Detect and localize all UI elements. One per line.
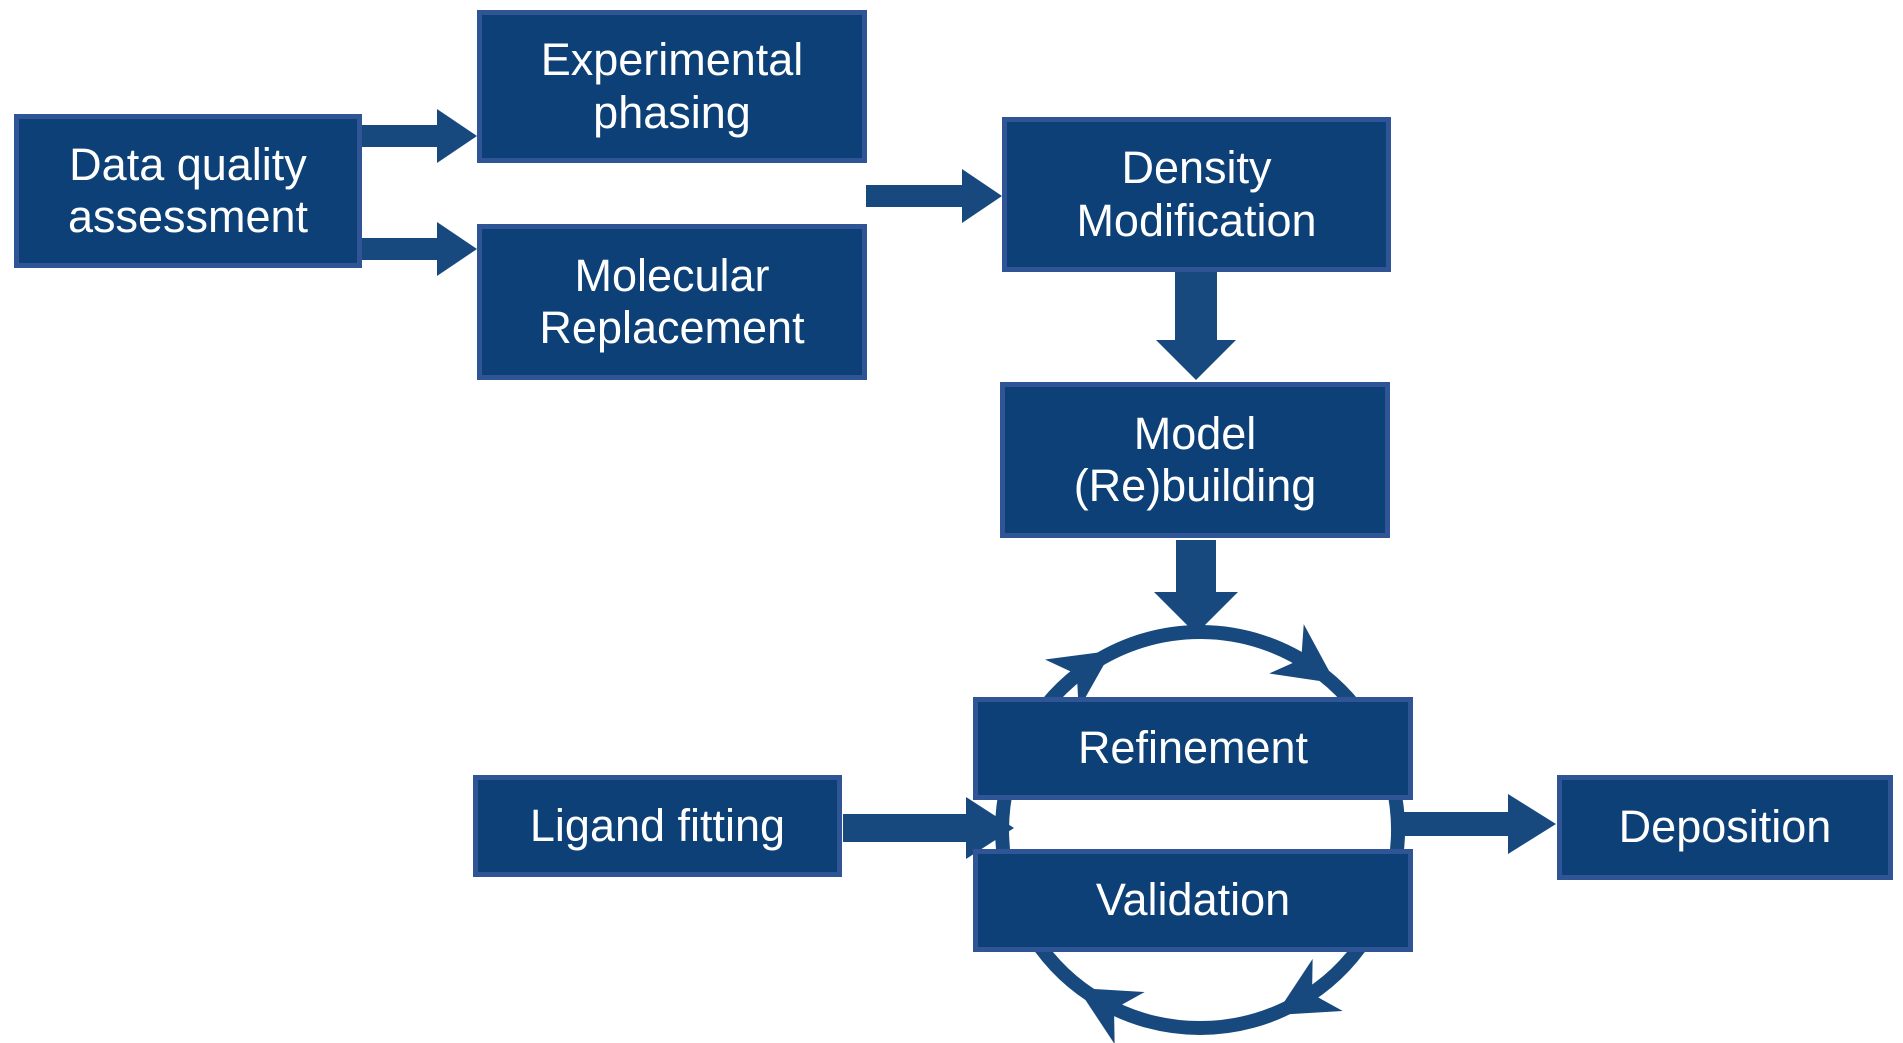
cycle-arc-top [1085, 624, 1336, 684]
node-label: Ligand fitting [529, 799, 786, 851]
node-label: Density Modification [1076, 142, 1317, 246]
node-label: Validation [1095, 874, 1291, 926]
node-data-quality-assessment: Data quality assessment [14, 114, 362, 268]
refinement-validation-cycle [995, 624, 1406, 1043]
node-label: Model (Re)building [1073, 407, 1317, 511]
node-label: Deposition [1618, 801, 1832, 853]
node-model-rebuilding: Model (Re)building [1000, 382, 1390, 538]
node-density-modification: Density Modification [1002, 117, 1391, 272]
arrow-density-modification-to-model-rebuilding [1156, 272, 1236, 380]
node-experimental-phasing: Experimental phasing [477, 10, 867, 163]
node-validation: Validation [973, 849, 1413, 952]
node-ligand-fitting: Ligand fitting [473, 775, 842, 877]
arrow-phasing-to-density-modification [866, 169, 1002, 223]
cycle-arc-bottom [1077, 987, 1303, 1043]
node-label: Data quality assessment [67, 138, 309, 242]
node-label: Experimental phasing [540, 34, 804, 138]
arrow-ligand-fitting-to-cycle [843, 797, 1014, 859]
node-molecular-replacement: Molecular Replacement [477, 224, 867, 380]
node-refinement: Refinement [973, 697, 1413, 800]
node-label: Molecular Replacement [539, 249, 805, 353]
arrow-cycle-to-deposition [1404, 794, 1556, 854]
arrow-data-quality-to-experimental-phasing [362, 109, 477, 163]
arrow-data-quality-to-molecular-replacement [362, 222, 477, 276]
arrow-model-rebuilding-to-cycle [1154, 540, 1238, 634]
node-label: Refinement [1077, 722, 1309, 774]
node-deposition: Deposition [1557, 775, 1893, 880]
